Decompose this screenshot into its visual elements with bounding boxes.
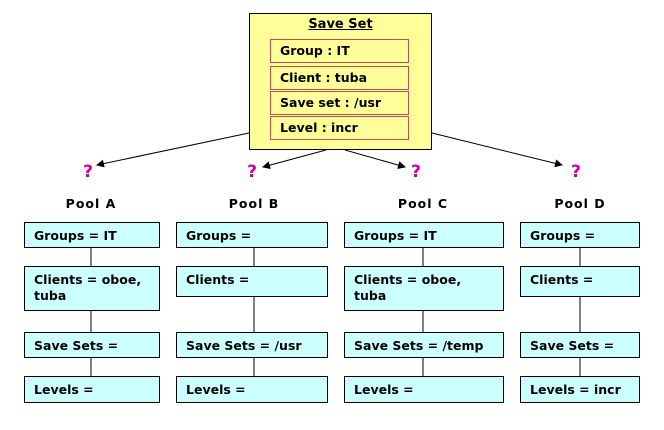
arrow-to-pool-b bbox=[262, 149, 327, 170]
pool-d-label: Pool D bbox=[554, 196, 606, 211]
arrow-to-pool-d bbox=[431, 132, 563, 168]
pool-c-label: Pool C bbox=[397, 196, 449, 211]
save-set-level-attr: Level : incr bbox=[270, 116, 409, 140]
pool-a-clients: Clients = oboe, tuba bbox=[24, 266, 160, 311]
save-set-title: Save Set bbox=[308, 17, 373, 32]
pool-a-levels: Levels = bbox=[24, 376, 160, 403]
pool-a-save-sets: Save Sets = bbox=[24, 332, 160, 358]
arrow-to-pool-c bbox=[344, 149, 406, 169]
question-mark-pool-c: ? bbox=[411, 162, 421, 182]
question-mark-pool-b: ? bbox=[247, 162, 257, 182]
pool-b-label: Pool B bbox=[228, 196, 280, 211]
save-set-client-attr: Client : tuba bbox=[270, 66, 409, 90]
pool-c-groups: Groups = IT bbox=[344, 222, 504, 248]
save-set-path-attr: Save set : /usr bbox=[270, 91, 409, 115]
pool-b-save-sets: Save Sets = /usr bbox=[176, 332, 328, 358]
pool-b-levels: Levels = bbox=[176, 376, 328, 403]
save-set-group-attr: Group : IT bbox=[270, 39, 409, 63]
question-mark-pool-d: ? bbox=[571, 162, 581, 182]
pool-b-clients: Clients = bbox=[176, 266, 328, 297]
pool-c-save-sets: Save Sets = /temp bbox=[344, 332, 504, 358]
pool-a-groups: Groups = IT bbox=[24, 222, 160, 248]
save-set-box: Save Set Group : IT Client : tuba Save s… bbox=[249, 13, 432, 150]
pool-b-groups: Groups = bbox=[176, 222, 328, 248]
pool-d-save-sets: Save Sets = bbox=[520, 332, 640, 358]
pool-c-clients: Clients = oboe, tuba bbox=[344, 266, 504, 311]
pool-d-levels: Levels = incr bbox=[520, 376, 640, 403]
pool-d-groups: Groups = bbox=[520, 222, 640, 248]
pool-c-levels: Levels = bbox=[344, 376, 504, 403]
arrow-to-pool-a bbox=[96, 132, 250, 168]
question-mark-pool-a: ? bbox=[83, 162, 93, 182]
pool-d-clients: Clients = bbox=[520, 266, 640, 297]
pool-a-label: Pool A bbox=[65, 196, 117, 211]
